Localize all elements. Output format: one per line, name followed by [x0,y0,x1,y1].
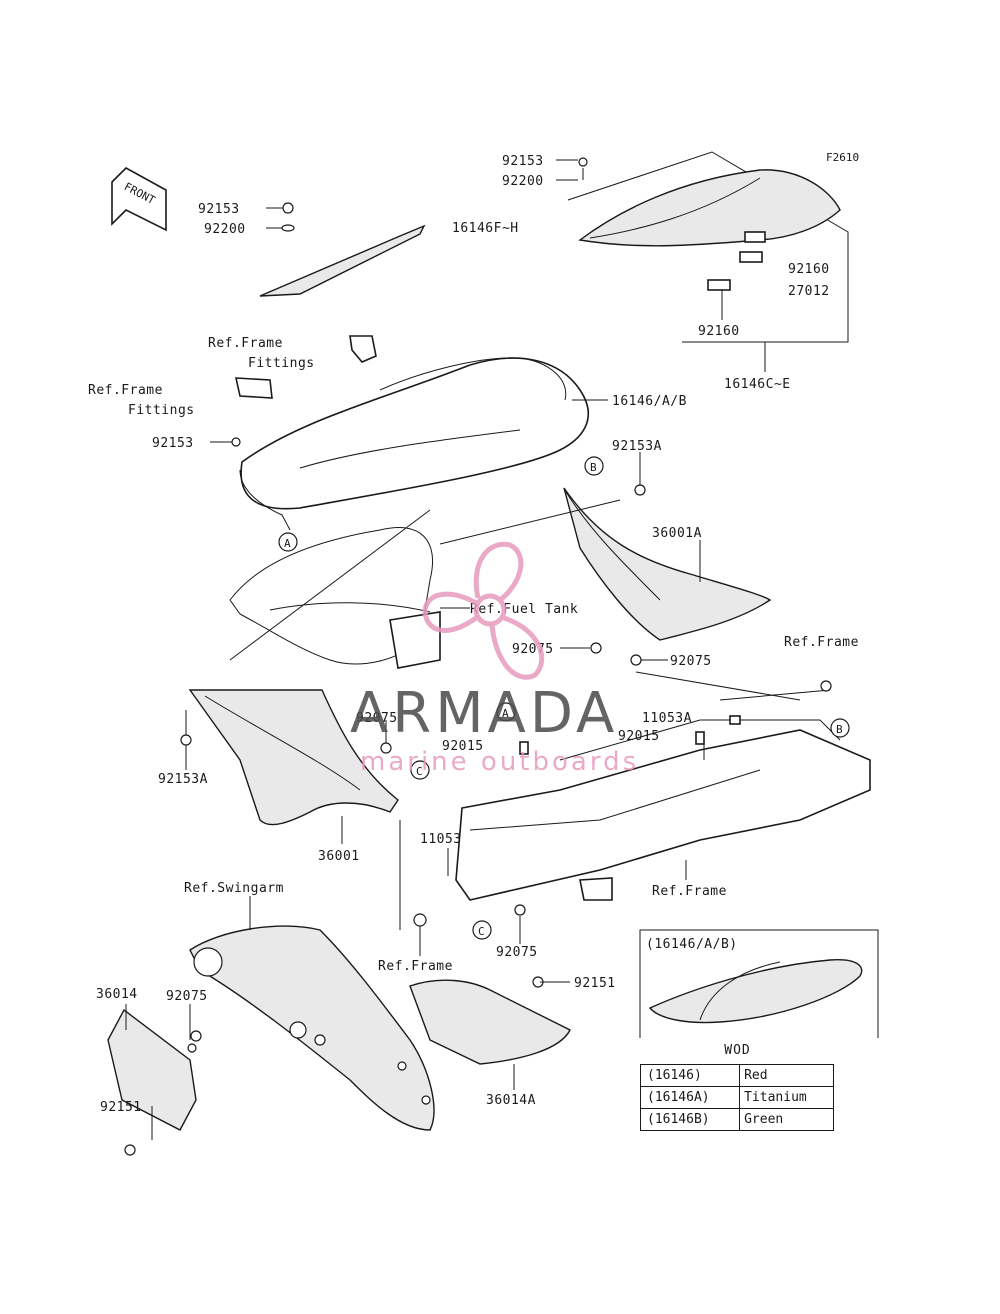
label-92160-a: 92160 [788,262,830,277]
label-ref-frame-2: Ref.Frame [652,884,727,899]
pad-27012 [739,251,763,263]
label-92200-a: 92200 [204,222,246,237]
label-16146AB: 16146/A/B [612,394,687,409]
label-92075-e: 92075 [166,989,208,1004]
label-92151-a: 92151 [574,976,616,991]
pad-92160-a [744,231,766,243]
leader-lines [125,159,801,1140]
label-ref-fuel-tank: Ref.Fuel Tank [470,602,578,617]
label-92151-b: 92151 [100,1100,142,1115]
marker-c2-label: C [478,925,485,938]
label-11053: 11053 [420,832,462,847]
front-arrow: FRONT [111,167,167,232]
color-table-block: WOD (16146) Red (16146A) Titanium (16146… [639,1043,835,1131]
ref-markers: A A B B C C [278,456,850,940]
upper-trim-bracket [234,224,426,399]
pad-92160-b [707,279,731,291]
label-36001: 36001 [318,849,360,864]
label-92015-a: 92015 [618,729,660,744]
label-92153-c: 92153 [152,436,194,451]
label-ref-frame-fittings-2b: Fittings [128,403,195,418]
label-ref-frame-fittings-1: Ref.Frame [208,336,283,351]
inset-title: (16146/A/B) [646,937,738,952]
table-row: (16146B) Green [639,1108,834,1131]
inset-box: (16146/A/B) [639,929,879,1038]
marker-b1-label: B [590,461,597,474]
marker-b2-label: B [836,723,843,736]
table-cell-part: (16146) [639,1064,741,1087]
label-ref-frame-fittings-2: Ref.Frame [88,383,163,398]
side-cover-16146 [239,357,590,531]
table-row: (16146A) Titanium [639,1086,834,1109]
table-row: (16146) Red [639,1064,834,1087]
label-ref-frame-3: Ref.Frame [378,959,453,974]
label-16146FH: 16146F~H [452,221,519,236]
label-92153A-b: 92153A [158,772,208,787]
color-table-header: WOD [724,1043,751,1058]
marker-a1 [278,532,298,552]
label-36014: 36014 [96,987,138,1002]
fuel-tank-outline [229,526,441,669]
side-cover-36001A [563,487,772,641]
propeller-icon [422,541,545,680]
label-92075-b: 92075 [670,654,712,669]
table-cell-part: (16146A) [639,1086,741,1109]
label-92015-b: 92015 [442,739,484,754]
tail-cover-group [567,151,849,372]
label-92075-c: 92075 [356,711,398,726]
watermark-brand: ARMADA [350,681,618,746]
swingarm [189,925,435,1131]
label-92160-b: 92160 [698,324,740,339]
label-ref-swingarm: Ref.Swingarm [184,881,284,896]
table-cell-part: (16146B) [639,1108,741,1131]
color-table: (16146) Red (16146A) Titanium (16146B) G… [639,1064,834,1131]
label-92153-b: 92153 [502,154,544,169]
label-27012: 27012 [788,284,830,299]
marker-c1-label: C [416,765,423,778]
table-cell-color: Green [739,1108,834,1131]
table-cell-color: Titanium [739,1086,834,1109]
part-labels: 92153 92200 92153 92200 16146F~H 92160 2… [88,154,859,1115]
marker-a2 [496,702,516,722]
figure-code: F2610 [826,151,859,164]
marker-b1 [584,456,604,476]
watermark: ARMADA marine outboards [350,541,639,777]
label-92153A-a: 92153A [612,439,662,454]
watermark-tagline: marine outboards [360,747,639,777]
label-ref-frame-fittings-1b: Fittings [248,356,315,371]
frame [455,680,871,901]
cover-36014 [107,1008,197,1156]
label-92075-a: 92075 [512,642,554,657]
side-cover-36001 [188,689,399,826]
marker-a1-label: A [284,537,291,550]
marker-c2 [472,920,492,940]
label-92075-d: 92075 [496,945,538,960]
marker-a2-label: A [502,707,509,720]
label-36001A: 36001A [652,526,702,541]
chain-guard-36014A [397,976,571,1105]
table-cell-color: Red [739,1064,834,1087]
label-ref-frame-1: Ref.Frame [784,635,859,650]
label-92153-a: 92153 [198,202,240,217]
fasteners [180,202,741,1042]
label-16146CE: 16146C~E [724,377,791,392]
marker-b2 [830,718,850,738]
label-36014A: 36014A [486,1093,536,1108]
label-92200-b: 92200 [502,174,544,189]
label-11053A: 11053A [642,711,692,726]
marker-c1 [410,760,430,780]
